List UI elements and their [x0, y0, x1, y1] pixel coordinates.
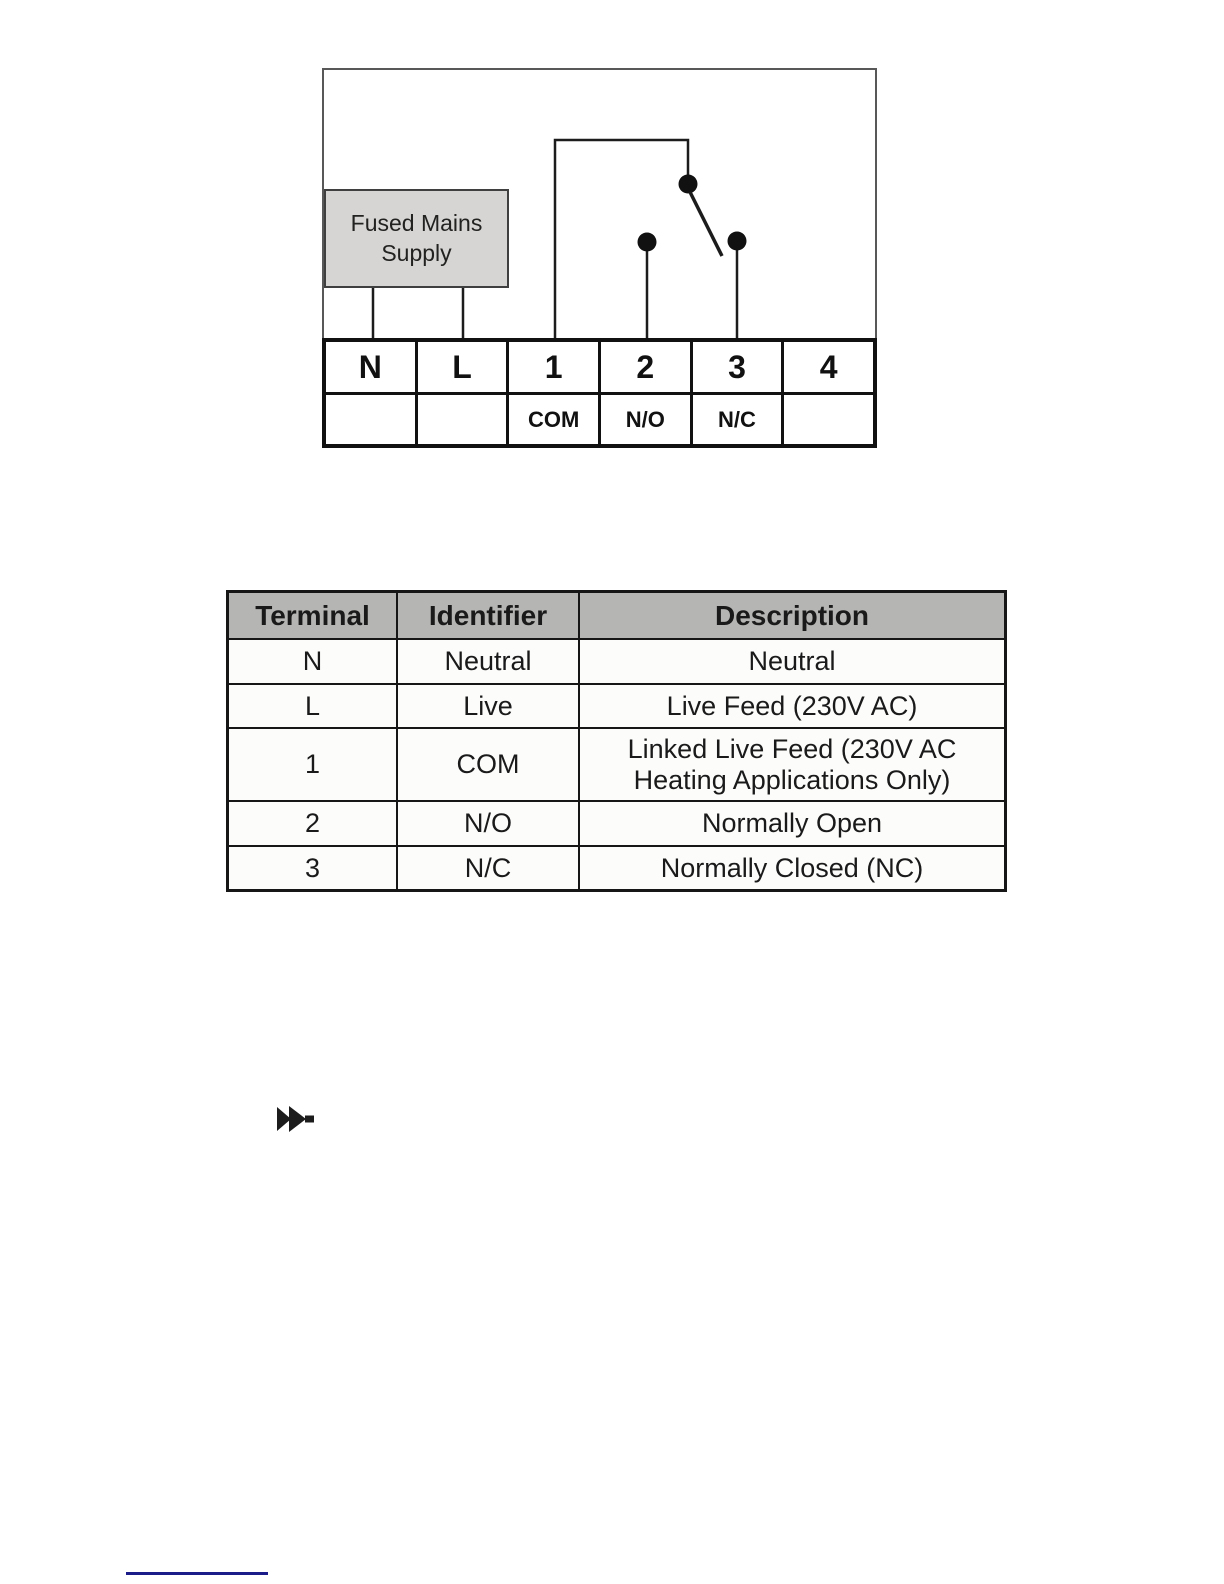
- table-row-2-terminal: 2: [229, 802, 396, 845]
- table-row-1-terminal: 1: [229, 729, 396, 800]
- table-row-2-description: Normally Open: [580, 802, 1004, 845]
- supply-box-label-line1: Fused Mains: [350, 209, 483, 236]
- nc-contact-dot: [727, 231, 747, 251]
- col-header-terminal: Terminal: [229, 593, 396, 638]
- terminal-n-id: [326, 395, 415, 444]
- table-row-1-identifier: COM: [398, 729, 578, 800]
- terminal-com-id: COM: [509, 395, 598, 444]
- table-row-n-description: Neutral: [580, 640, 1004, 683]
- col-header-identifier: Identifier: [398, 593, 578, 638]
- fused-mains-supply-box: Fused Mains Supply: [324, 189, 509, 288]
- switch-pivot-dot: [678, 174, 698, 194]
- table-row-l-terminal: L: [229, 685, 396, 727]
- no-contact-dot: [637, 232, 657, 252]
- wiring-diagram: Fused Mains Supply N L 1 2 3 4 COM N/O N…: [322, 68, 877, 448]
- terminal-1: 1: [509, 342, 598, 392]
- com-wire: [553, 138, 690, 342]
- table-row-1-description-text: Linked Live Feed (230V AC Heating Applic…: [627, 734, 957, 795]
- col-header-description: Description: [580, 593, 1004, 638]
- fast-forward-icon: [277, 1106, 314, 1132]
- footnote-divider-line: [126, 1572, 268, 1575]
- terminal-4: 4: [784, 342, 873, 392]
- terminal-description-table: Terminal Identifier Description N Neutra…: [226, 590, 1007, 892]
- terminal-4-id: [784, 395, 873, 444]
- wiring-diagram-wires: [371, 138, 747, 342]
- table-row-l-identifier: Live: [398, 685, 578, 727]
- table-row-3-identifier: N/C: [398, 847, 578, 889]
- table-row-n-terminal: N: [229, 640, 396, 683]
- terminal-3: 3: [692, 342, 782, 392]
- terminal-n: N: [326, 342, 415, 392]
- switch-lever: [688, 191, 724, 257]
- terminal-l-id: [417, 395, 507, 444]
- terminal-l: L: [417, 342, 507, 392]
- table-row-2-identifier: N/O: [398, 802, 578, 845]
- table-row-1-description: Linked Live Feed (230V AC Heating Applic…: [580, 729, 1004, 800]
- table-row-3-terminal: 3: [229, 847, 396, 889]
- terminal-strip: N L 1 2 3 4 COM N/O N/C: [322, 338, 877, 448]
- terminal-no-id: N/O: [600, 395, 690, 444]
- table-row-l-description: Live Feed (230V AC): [580, 685, 1004, 727]
- terminal-2: 2: [600, 342, 690, 392]
- table-row-n-identifier: Neutral: [398, 640, 578, 683]
- supply-box-label-line2: Supply: [381, 239, 452, 266]
- table-row-3-description: Normally Closed (NC): [580, 847, 1004, 889]
- terminal-nc-id: N/C: [692, 395, 782, 444]
